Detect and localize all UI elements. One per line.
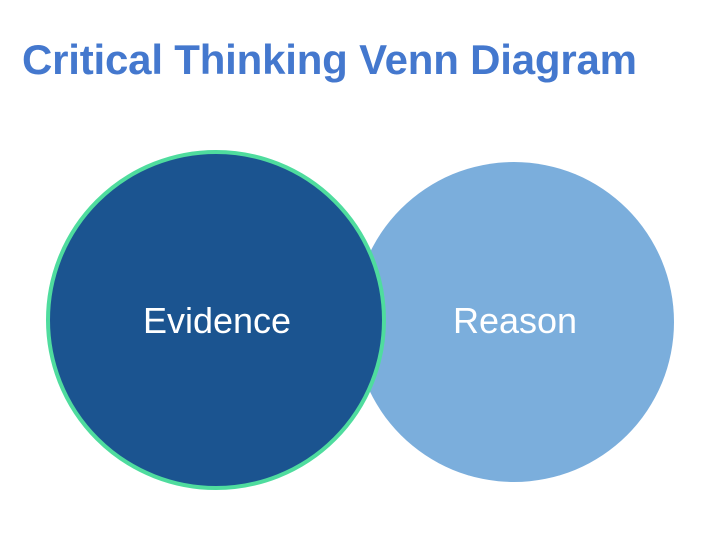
venn-circle-reason[interactable]	[354, 162, 674, 482]
page-title: Critical Thinking Venn Diagram	[22, 36, 637, 83]
venn-circle-evidence[interactable]	[46, 150, 386, 490]
venn-label-reason: Reason	[452, 300, 578, 341]
venn-label-evidence: Evidence	[142, 300, 292, 341]
